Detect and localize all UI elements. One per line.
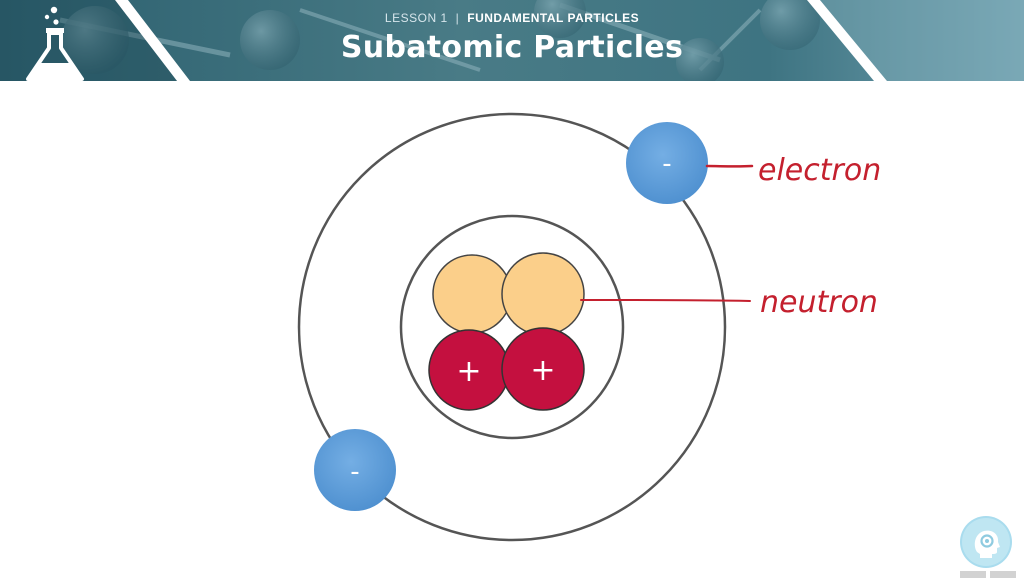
lesson-topic: FUNDAMENTAL PARTICLES [467, 11, 640, 25]
header-banner: LESSON 1 | FUNDAMENTAL PARTICLES Subatomic… [0, 0, 1024, 81]
banner-stripe-left [115, 0, 190, 81]
proton-right-symbol: + [530, 353, 555, 388]
header-background [0, 0, 1024, 81]
corner-controls [958, 571, 1018, 578]
head-gear-icon[interactable] [962, 518, 1010, 566]
flask-icon [26, 6, 84, 81]
lesson-line: LESSON 1 | FUNDAMENTAL PARTICLES [0, 11, 1024, 25]
electron-top-symbol: - [662, 149, 671, 179]
banner-stripe-right [807, 0, 887, 81]
header-text: LESSON 1 | FUNDAMENTAL PARTICLES Subatomic… [0, 0, 1024, 81]
nucleus-boundary [399, 214, 625, 440]
neutron-pointer-line [580, 299, 751, 302]
neutron-left [432, 254, 512, 334]
neutron-right [501, 252, 585, 336]
outer-orbit [297, 112, 727, 542]
electron-top-right: - [626, 122, 708, 204]
electron-bottom-symbol: - [350, 457, 359, 487]
proton-right: + [501, 327, 585, 411]
neutron-label: neutron [760, 285, 878, 320]
lesson-number: LESSON 1 [384, 11, 448, 25]
proton-left-symbol: + [456, 354, 481, 389]
lesson-separator: | [455, 11, 460, 25]
corner-button-left[interactable] [960, 571, 986, 578]
electron-label: electron [758, 153, 881, 188]
page-title: Subatomic Particles [340, 30, 684, 65]
corner-button-right[interactable] [990, 571, 1016, 578]
molecule-background [59, 0, 820, 81]
electron-bottom-left: - [314, 429, 396, 511]
proton-left: + [428, 329, 510, 411]
